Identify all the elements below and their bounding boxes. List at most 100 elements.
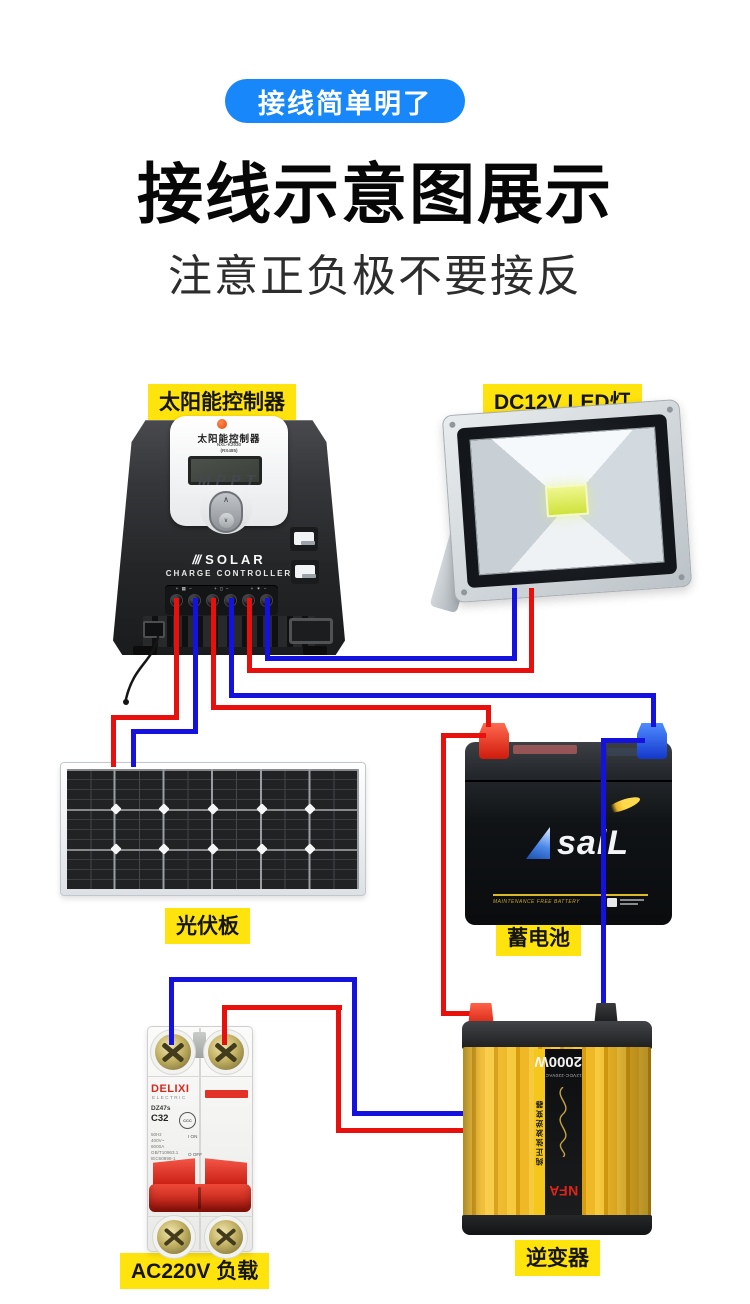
panel-diamond-icon — [110, 843, 122, 855]
ccc-cert-icon: CCC — [179, 1112, 196, 1129]
breaker-rocker — [153, 1158, 195, 1189]
breaker-off-mark: O OFF — [188, 1152, 203, 1157]
panel-diamond-icon — [158, 843, 170, 855]
controller-nav-button: ∧ ∨ — [209, 491, 243, 533]
blue-wire-segment — [352, 1111, 470, 1116]
red-wire-segment — [336, 1128, 470, 1133]
blue-wire-segment — [169, 979, 174, 1045]
controller-bus: (RS485) — [220, 448, 238, 453]
controller-brand-title: 太阳能控制器 — [197, 434, 261, 445]
breaker-spec: IEC60898-1 — [151, 1155, 176, 1161]
controller-socket — [289, 618, 333, 644]
battery-positive-terminal — [479, 723, 509, 759]
inverter-io: 12VDC-220VAC — [545, 1073, 582, 1078]
blue-wire-segment — [265, 656, 517, 661]
down-arrow-icon: ∨ — [218, 513, 234, 528]
panel-diamond-icon — [256, 803, 268, 815]
pv-terminal-mark: + ▦ − — [175, 586, 193, 591]
sine-wave-icon — [559, 1087, 567, 1157]
inverter-power: 2000W — [534, 1053, 582, 1070]
battery-groove — [465, 780, 672, 782]
tag-pv-panel: 光伏板 — [165, 908, 250, 944]
controller-mppt-label: MPPT — [198, 472, 260, 489]
red-wire-segment — [529, 588, 534, 673]
panel-diamond-icon — [304, 803, 316, 815]
controller-charge-controller-label: CHARGE CONTROLLER — [165, 569, 293, 578]
battery-reflection — [607, 748, 647, 756]
battery-rule — [493, 894, 648, 896]
controller-brand-logo-icon — [217, 419, 227, 429]
blue-wire-segment — [601, 738, 645, 743]
controller-terminal-block: + ▦ − + ▯ − + ✶ − — [165, 585, 278, 615]
panel-diamond-icon — [256, 843, 268, 855]
panel-diamond-icon — [207, 843, 219, 855]
breaker-brand: DELIXI — [151, 1083, 190, 1095]
blue-wire-segment — [265, 598, 270, 661]
solar-controller-image: 太阳能控制器 NXL-K2030 (RS485) MPPT ∧ ∨ ///SOL… — [113, 413, 345, 705]
battery-reflection — [513, 745, 577, 754]
breaker-toggle-handle — [149, 1184, 251, 1212]
inverter-type-label: 纯正弦波逆变器 — [535, 1098, 544, 1166]
blue-wire-segment — [131, 729, 136, 767]
battery-cert-box — [607, 898, 617, 907]
red-wire-segment — [111, 715, 116, 767]
blue-wire-segment — [131, 729, 198, 734]
breaker-specs: 50Hz 400V~ 6000A GB/T10963.1 IEC60898-1 — [151, 1132, 178, 1162]
terminal-marks: + ▦ − + ▯ − + ✶ − — [165, 586, 278, 592]
breaker-spec: GB/T10963.1 — [151, 1149, 179, 1155]
breaker-on-mark: I ON — [188, 1134, 198, 1139]
up-arrow-icon: ∧ — [223, 495, 229, 504]
battery-image: saiL MAINTENANCE FREE BATTERY — [455, 718, 700, 928]
blue-wire-segment — [229, 693, 656, 698]
breaker-seam — [148, 1216, 252, 1217]
red-wire-segment — [441, 733, 446, 1016]
red-wire-segment — [222, 1007, 227, 1045]
controller-foot — [303, 646, 327, 655]
battery-terminal-mark: + ▯ − — [214, 586, 230, 591]
slashes-icon: /// — [192, 552, 201, 567]
page-subtitle: 注意正负极不要接反 — [168, 252, 582, 301]
usb-port-icon — [290, 527, 318, 551]
breaker-rating: C32 — [151, 1113, 169, 1124]
red-wire-segment — [211, 598, 216, 710]
breaker-spec: 400V~ — [151, 1137, 165, 1143]
breaker-divider — [199, 1028, 201, 1250]
blue-wire-segment — [601, 738, 606, 1010]
terminal-holes — [165, 594, 278, 607]
temp-sensor-wire — [123, 635, 160, 705]
inverter-image: 纯正弦波逆变器 2000W 12VDC-220VAC NFA — [462, 1003, 652, 1235]
blue-wire-segment — [512, 588, 517, 661]
breaker-red-stripe — [205, 1090, 248, 1098]
tag-ac-load: AC220V 负载 — [120, 1253, 270, 1289]
breaker-seam — [148, 1076, 252, 1077]
red-wire-segment — [486, 705, 491, 727]
battery-brand: saiL — [556, 823, 630, 862]
screw-terminal-icon — [157, 1220, 191, 1254]
inverter-type-strip: 纯正弦波逆变器 — [534, 1049, 545, 1215]
breaker-clip — [193, 1032, 206, 1058]
inverter-brand: NFA — [548, 1183, 579, 1199]
usb-slot — [301, 541, 315, 545]
red-wire-segment — [247, 668, 534, 673]
led-chip — [544, 483, 589, 518]
red-wire-segment — [222, 1005, 342, 1010]
inverter-label-strip: 2000W 12VDC-220VAC NFA — [534, 1049, 582, 1215]
breaker-spec: 6000A — [151, 1143, 165, 1149]
battery-tagline: MAINTENANCE FREE BATTERY — [493, 899, 581, 905]
inverter-top-cap — [462, 1021, 652, 1049]
battery-cert-bar — [620, 899, 644, 901]
red-wire-segment — [441, 733, 486, 738]
blue-wire-segment — [352, 977, 357, 1116]
controller-solar-label: ///SOLAR — [192, 552, 266, 567]
usb-tongue — [295, 565, 316, 578]
solar-panel-image — [60, 762, 366, 896]
red-wire-segment — [441, 1011, 475, 1016]
header-badge: 接线简单明了 — [225, 79, 465, 123]
load-terminal-mark: + ✶ − — [250, 586, 268, 591]
breaker-series: DZ47s — [151, 1105, 171, 1112]
circuit-breaker-image: DELIXI ELECTRIC DZ47s C32 CCC 50Hz 400V~… — [147, 1026, 253, 1254]
led-floodlight-image — [429, 398, 693, 614]
panel-diamond-icon — [304, 843, 316, 855]
controller-foot — [133, 646, 157, 655]
